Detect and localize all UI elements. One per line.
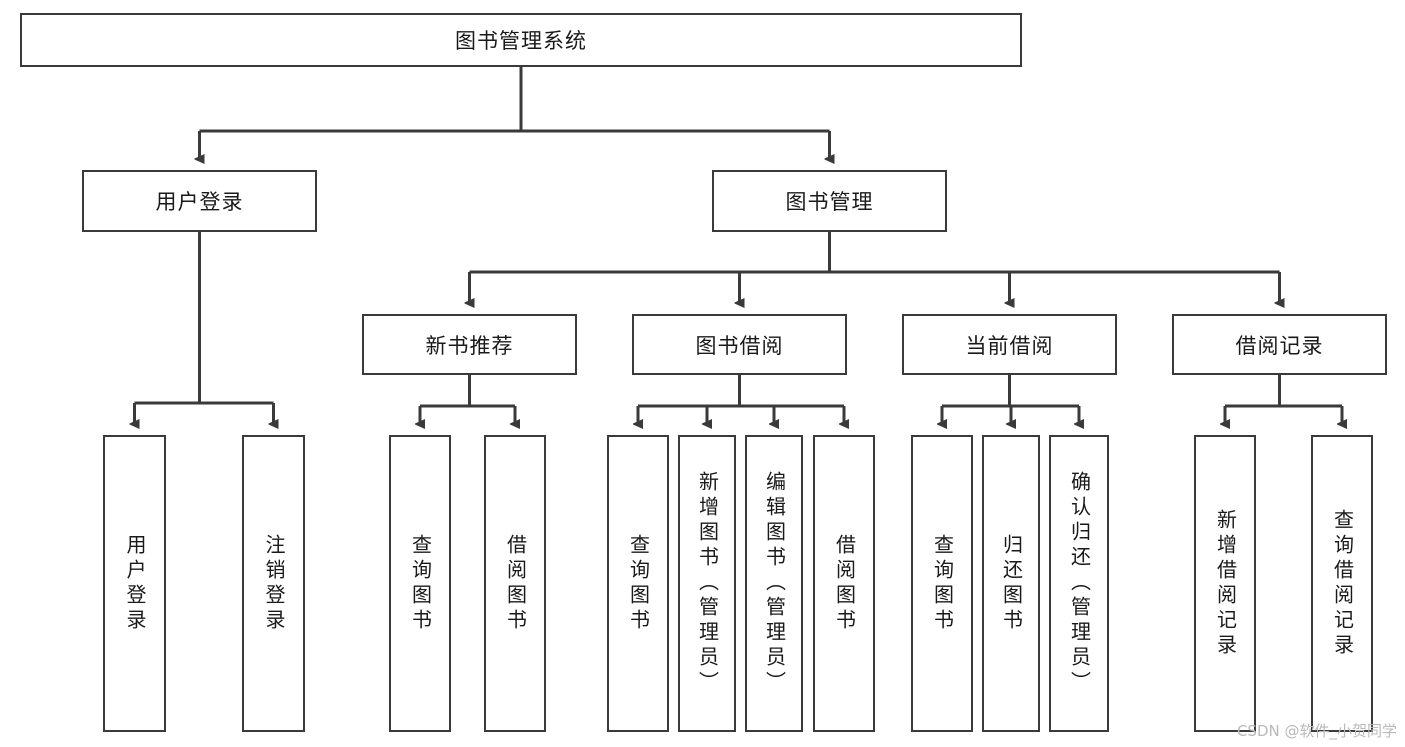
node-leaf-8-查询图书: 查询图书 xyxy=(911,435,973,732)
node-leaf-7-借阅图书: 借阅图书 xyxy=(813,435,875,732)
node-label: 新增借阅记录 xyxy=(1213,508,1238,659)
node-label: 当前借阅 xyxy=(965,333,1054,358)
csdn-watermark: CSDN @软件_小贺同学 xyxy=(1236,722,1397,740)
node-label: 查询图书 xyxy=(408,533,433,634)
node-label: 借阅记录 xyxy=(1235,333,1324,358)
node-level2-用户登录: 用户登录 xyxy=(82,170,317,232)
node-level3-新书推荐: 新书推荐 xyxy=(362,314,577,375)
node-label: 新增图书（管理员） xyxy=(695,471,720,696)
node-leaf-5-新增图书管理员: 新增图书（管理员） xyxy=(678,435,736,732)
node-label: 查询图书 xyxy=(930,533,955,634)
node-label: 编辑图书（管理员） xyxy=(762,471,787,696)
node-label: 查询图书 xyxy=(626,533,651,634)
node-level3-图书借阅: 图书借阅 xyxy=(632,314,847,375)
node-label: 用户登录 xyxy=(123,533,147,634)
node-leaf-3-借阅图书: 借阅图书 xyxy=(484,435,546,732)
node-leaf-0-用户登录: 用户登录 xyxy=(103,435,166,732)
node-label: 用户登录 xyxy=(155,190,244,214)
node-level2-图书管理: 图书管理 xyxy=(712,170,947,232)
node-leaf-10-确认归还管理员: 确认归还（管理员） xyxy=(1049,435,1109,732)
node-leaf-1-注销登录: 注销登录 xyxy=(242,435,305,732)
node-label: 确认归还（管理员） xyxy=(1067,471,1092,696)
node-level3-当前借阅: 当前借阅 xyxy=(902,314,1117,375)
node-root-图书管理系统: 图书管理系统 xyxy=(20,13,1022,67)
node-leaf-2-查询图书: 查询图书 xyxy=(389,435,451,732)
node-leaf-9-归还图书: 归还图书 xyxy=(982,435,1040,732)
node-label: 归还图书 xyxy=(999,533,1024,634)
node-label: 新书推荐 xyxy=(425,333,514,358)
node-label: 查询借阅记录 xyxy=(1330,508,1355,659)
node-leaf-12-查询借阅记录: 查询借阅记录 xyxy=(1311,435,1373,732)
node-level3-借阅记录: 借阅记录 xyxy=(1172,314,1387,375)
node-leaf-4-查询图书: 查询图书 xyxy=(607,435,669,732)
node-leaf-6-编辑图书管理员: 编辑图书（管理员） xyxy=(745,435,803,732)
node-label: 注销登录 xyxy=(262,533,286,634)
node-leaf-11-新增借阅记录: 新增借阅记录 xyxy=(1194,435,1256,732)
node-label: 借阅图书 xyxy=(832,533,857,634)
node-label: 图书管理系统 xyxy=(455,29,587,53)
node-label: 图书借阅 xyxy=(695,333,784,358)
node-label: 借阅图书 xyxy=(503,533,528,634)
node-label: 图书管理 xyxy=(785,190,874,214)
